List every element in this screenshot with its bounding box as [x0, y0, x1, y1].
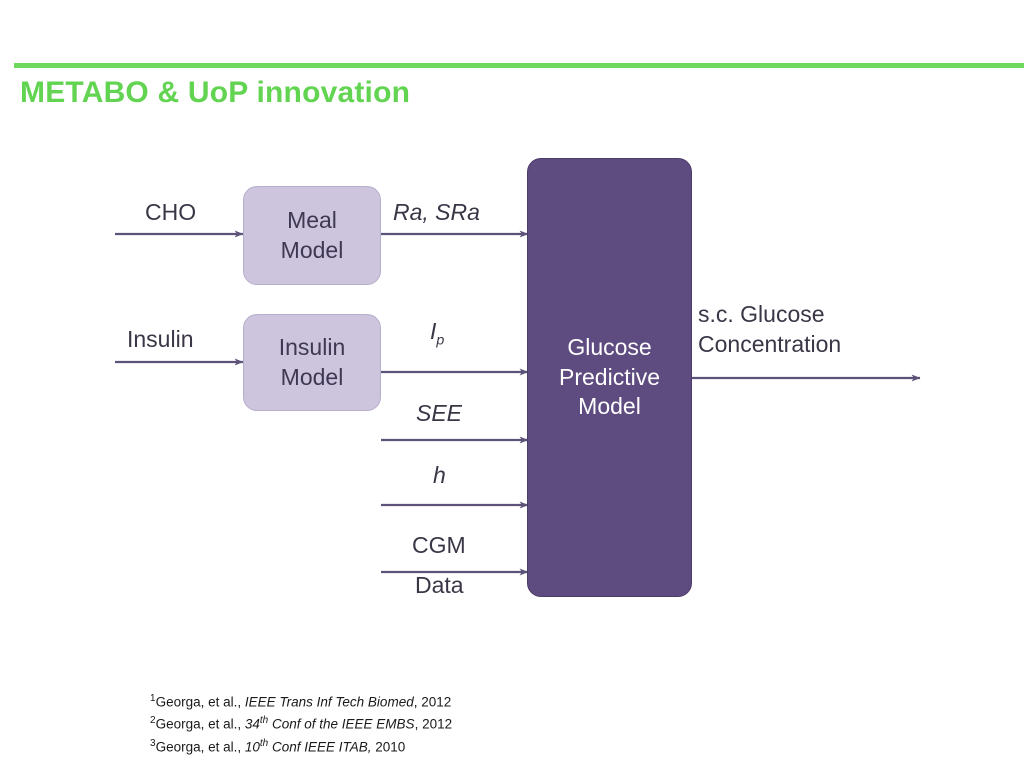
signal-label-see: SEE	[416, 400, 463, 426]
footnote-1: 1Georga, et al., IEEE Trans Inf Tech Bio…	[150, 691, 452, 713]
signal-label-data: Data	[415, 572, 464, 598]
footnote-1-source: IEEE Trans Inf Tech Biomed	[244, 694, 414, 710]
glucose-predictive-model-label-line2: Predictive	[559, 363, 660, 390]
footnote-1-author: Georga, et al.,	[155, 694, 245, 710]
footnote-2-source-post: Conf of the IEEE EMBS	[268, 716, 415, 732]
footnote-2-ordinal: th	[259, 715, 269, 727]
insulin-model-label-line1: Insulin	[278, 334, 346, 361]
footnote-1-marker: 1	[150, 693, 156, 704]
input-label-insulin: Insulin	[127, 326, 194, 352]
footnote-3-marker: 3	[150, 737, 156, 749]
footnote-3: 3Georga, et al., 10th Conf IEEE ITAB, 20…	[150, 736, 452, 758]
glucose-predictive-model-label-line3: Model	[578, 393, 641, 420]
signal-label-h: h	[433, 462, 446, 488]
footnote-2-marker: 2	[150, 715, 156, 727]
signal-label-ra-sra: Ra, SRa	[393, 199, 480, 225]
insulin-model-label-line2: Model	[280, 363, 344, 390]
meal-model-box[interactable]: Meal Model	[243, 186, 381, 285]
insulin-model-box[interactable]: Insulin Model	[243, 314, 381, 411]
footnotes: 1Georga, et al., IEEE Trans Inf Tech Bio…	[150, 691, 452, 758]
footnote-3-ordinal: th	[259, 737, 269, 749]
footnote-2-author: Georga, et al.,	[155, 716, 245, 732]
signal-label-ip: Ip	[430, 317, 444, 350]
footnote-3-source-pre: 10	[244, 739, 260, 755]
footnote-3-year: 2010	[371, 739, 406, 755]
signal-label-ip-base: I	[430, 318, 437, 344]
page-title: METABO & UoP innovation	[20, 76, 411, 109]
signal-label-ip-subscript: p	[436, 332, 445, 349]
footnote-2-source-pre: 34	[244, 716, 260, 732]
footnote-2: 2Georga, et al., 34th Conf of the IEEE E…	[150, 713, 452, 735]
footnote-2-year: , 2012	[414, 716, 453, 732]
input-label-cho: CHO	[145, 199, 197, 225]
output-label-sc-glucose-concentration: s.c. Glucose Concentration	[698, 299, 841, 360]
glucose-predictive-model-label-line1: Glucose	[567, 334, 652, 361]
footnote-3-source-post: Conf IEEE ITAB,	[268, 739, 372, 755]
signal-label-cgm: CGM	[412, 532, 466, 558]
footnote-3-author: Georga, et al.,	[155, 739, 245, 755]
meal-model-label-line2: Model	[280, 236, 344, 263]
glucose-predictive-model-box[interactable]: Glucose Predictive Model	[527, 158, 692, 597]
output-label-line1: s.c. Glucose	[698, 301, 825, 327]
footnote-1-year: , 2012	[413, 694, 452, 710]
meal-model-label-line1: Meal	[287, 207, 337, 234]
header-rule	[14, 63, 1024, 68]
output-label-line2: Concentration	[698, 331, 842, 358]
